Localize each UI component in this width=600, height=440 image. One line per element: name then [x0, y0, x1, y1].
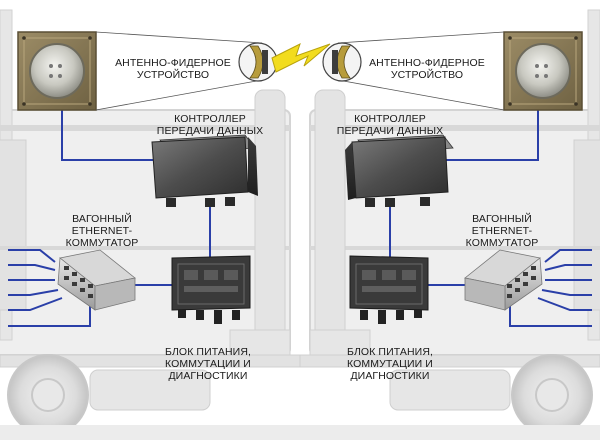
label-switch-line-2: ETHERNET- — [471, 225, 533, 237]
cable-switch-fan-right-5 — [537, 297, 592, 311]
cable-switch-fan-left-5 — [8, 297, 63, 311]
label-controller-line-2: ПЕРЕДАЧИ ДАННЫХ — [336, 125, 444, 137]
cable-antenna-to-controller-right — [445, 108, 539, 161]
label-switch-left: ВАГОННЫЙ ETHERNET- КОММУТАТОР — [52, 213, 152, 249]
label-switch-line-1: ВАГОННЫЙ — [72, 213, 132, 225]
label-controller-right: КОНТРОЛЛЕР ПЕРЕДАЧИ ДАННЫХ — [330, 113, 450, 137]
label-switch-line-1: ВАГОННЫЙ — [472, 213, 532, 225]
cable-switch-fan-right-1 — [544, 249, 592, 263]
label-power-right: БЛОК ПИТАНИЯ, КОММУТАЦИИ И ДИАГНОСТИКИ — [330, 346, 450, 382]
label-power-line-1: БЛОК ПИТАНИЯ, — [164, 346, 252, 358]
label-switch-line-3: КОММУТАТОР — [465, 237, 539, 249]
label-power-line-2: КОММУТАЦИИ И — [347, 358, 433, 370]
label-power-left: БЛОК ПИТАНИЯ, КОММУТАЦИИ И ДИАГНОСТИКИ — [148, 346, 268, 382]
power-unit-icon — [349, 255, 429, 324]
controller-box-icon — [151, 134, 258, 207]
label-power-line-3: ДИАГНОСТИКИ — [350, 370, 430, 382]
ethernet-switch-icon — [57, 249, 136, 311]
label-switch-line-2: ETHERNET- — [71, 225, 133, 237]
label-power-line-2: КОММУТАЦИИ И — [165, 358, 251, 370]
controller-box-icon — [345, 134, 454, 207]
cable-switch-fan-left-4 — [8, 289, 59, 296]
label-switch-right: ВАГОННЫЙ ETHERNET- КОММУТАТОР — [452, 213, 552, 249]
antenna-mount-left — [238, 42, 278, 82]
label-power-line-1: БЛОК ПИТАНИЯ, — [346, 346, 434, 358]
antenna-mount-right — [322, 42, 362, 82]
power-unit-icon — [171, 255, 251, 324]
label-switch-line-3: КОММУТАТОР — [65, 237, 139, 249]
label-antenna-left: АНТЕННО-ФИДЕРНОЕ УСТРОЙСТВО — [108, 57, 238, 81]
label-power-line-3: ДИАГНОСТИКИ — [168, 370, 248, 382]
antenna-callout-lines — [95, 31, 505, 111]
cable-switch-fan-right-2 — [544, 264, 592, 271]
cable-switch-fan-left-6 — [8, 305, 91, 327]
label-controller-left: КОНТРОЛЛЕР ПЕРЕДАЧИ ДАННЫХ — [150, 113, 270, 137]
label-antenna-right: АНТЕННО-ФИДЕРНОЕ УСТРОЙСТВО — [362, 57, 492, 81]
network-cables — [8, 108, 592, 327]
cable-switch-fan-left-2 — [8, 264, 56, 271]
lightning-bolt-icon — [271, 43, 331, 73]
label-antenna-line-1: АНТЕННО-ФИДЕРНОЕ — [369, 57, 485, 69]
ethernet-switch-icon — [464, 249, 543, 311]
cable-switch-fan-right-4 — [541, 289, 592, 296]
antenna-dish-icon — [503, 31, 583, 111]
label-controller-line-2: ПЕРЕДАЧИ ДАННЫХ — [156, 125, 264, 137]
label-antenna-line-2: УСТРОЙСТВО — [136, 69, 210, 81]
antenna-dish-icon — [17, 31, 97, 111]
label-antenna-line-1: АНТЕННО-ФИДЕРНОЕ — [115, 57, 231, 69]
cable-switch-fan-right-6 — [509, 305, 592, 327]
label-controller-line-1: КОНТРОЛЛЕР — [354, 113, 426, 125]
cable-switch-fan-left-1 — [8, 249, 56, 263]
cable-antenna-to-controller-left — [61, 108, 155, 161]
label-controller-line-1: КОНТРОЛЛЕР — [174, 113, 246, 125]
label-antenna-line-2: УСТРОЙСТВО — [390, 69, 464, 81]
